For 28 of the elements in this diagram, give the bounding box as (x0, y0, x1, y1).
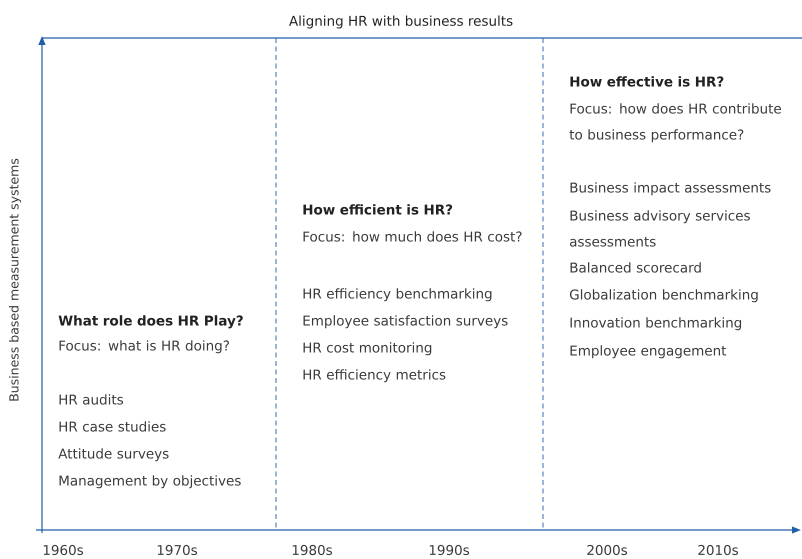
chart-title: Aligning HR with business results (289, 15, 512, 29)
decade-label: 2000s (587, 544, 628, 556)
list-item: Employee satisfaction surveys (304, 315, 508, 328)
decade-label: 1970s (158, 544, 198, 556)
decade-label: 1980s (292, 544, 332, 556)
decade-label: 1990s (430, 544, 470, 556)
list-item: Globalization benchmarking (570, 289, 758, 302)
decade-label: 2010s (698, 544, 738, 556)
list-item: HR case studies (60, 421, 166, 432)
list-item: Focus: how does HR contribute to business performance? (570, 103, 781, 142)
list-item: Focus: what is HR doing? (60, 340, 229, 354)
list-item: HR cost monitoring (304, 342, 432, 356)
column-heading: How efficient is HR? (303, 204, 452, 215)
list-item: Employee engagement (570, 345, 726, 358)
list-item: Innovation benchmarking (570, 317, 742, 330)
list-item: Business impact assessments (570, 182, 771, 196)
column-heading: What role does HR Play? (58, 315, 243, 328)
list-item: Balanced scorecard (570, 262, 701, 273)
list-item: Management by objectives (60, 475, 241, 488)
axis-title: Business based measurement systems (8, 158, 22, 401)
list-item: Attitude surveys (58, 448, 169, 462)
list-item: HR efficiency benchmarking (304, 288, 492, 302)
list-item: HR audits (60, 394, 124, 405)
list-item: HR efficiency metrics (304, 369, 446, 382)
column-heading: How effective is HR? (570, 76, 724, 87)
list-item: Business advisory services assessments (570, 210, 750, 247)
list-item: Focus: how much does HR cost? (304, 231, 522, 242)
decade-label: 1960s (44, 544, 84, 556)
